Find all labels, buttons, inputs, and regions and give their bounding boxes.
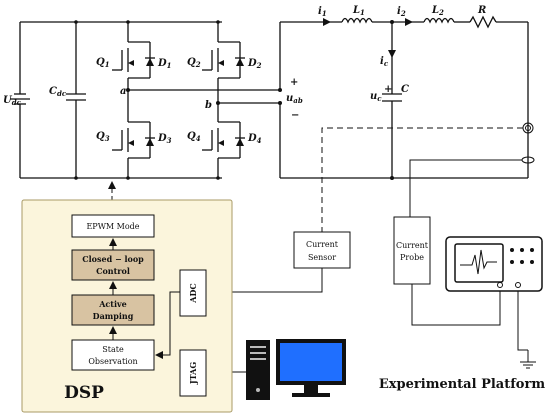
q1-label: Q1 <box>96 57 110 69</box>
jtag-block <box>179 349 207 397</box>
source-label: Udc <box>3 95 22 107</box>
closed-loop-label-2: Control <box>96 266 130 276</box>
L2-label: L2 <box>431 5 444 17</box>
switch-q4 <box>202 121 245 159</box>
uc-plus: + <box>384 84 392 95</box>
active-damping-label-2: Damping <box>93 311 134 321</box>
q3-label: Q3 <box>96 131 110 143</box>
current-probe: Current Probe <box>393 216 431 285</box>
dsp-board: EPWM Mode Closed − loop Control Active D… <box>21 199 233 413</box>
i1-label: i1 <box>318 6 327 18</box>
R-label: R <box>477 5 486 16</box>
dc-capacitor-label: Cdc <box>49 86 67 98</box>
d2-label: D2 <box>247 58 262 70</box>
dc-source <box>10 21 222 179</box>
active-damping-label-1: Active <box>98 299 127 309</box>
q4-label: Q4 <box>187 131 201 143</box>
closed-loop-label-1: Closed − loop <box>82 254 144 264</box>
state-observation-label-2: Observation <box>88 357 137 366</box>
computer-icon <box>246 339 346 400</box>
current-sensor-label-2: Sensor <box>308 253 336 262</box>
uc-label: uc <box>370 91 382 103</box>
current-probe-label-1: Current <box>396 241 429 250</box>
dc-link-capacitor <box>66 20 86 180</box>
L1-label: L1 <box>352 5 365 17</box>
current-probe-label-2: Probe <box>400 253 424 262</box>
output-filter <box>279 15 529 180</box>
experimental-platform-label: Experimental Platform <box>379 377 545 392</box>
uab-minus: − <box>291 110 299 121</box>
signal-wiring <box>108 127 536 376</box>
jtag-label: JTAG <box>188 362 198 386</box>
switch-q2 <box>202 41 245 79</box>
switch-q1 <box>112 41 155 79</box>
power-circuit: Udc Cdc <box>3 5 535 180</box>
q2-label: Q2 <box>187 57 201 69</box>
state-observation-label-1: State <box>102 345 124 354</box>
adc-label: ADC <box>188 283 198 304</box>
d3-label: D3 <box>157 133 172 145</box>
epwm-label: EPWM Mode <box>86 222 139 231</box>
adc-block <box>179 269 207 317</box>
state-observation-block <box>71 339 155 371</box>
d4-label: D4 <box>247 133 262 145</box>
epwm-block <box>71 214 155 238</box>
switch-q3 <box>112 121 155 159</box>
current-sensor-label-1: Current <box>306 240 339 249</box>
ic-label: ic <box>380 56 389 68</box>
node-b-label: b <box>205 100 212 111</box>
C-label: C <box>401 84 409 95</box>
i2-label: i2 <box>397 6 406 18</box>
oscilloscope-icon <box>445 236 543 292</box>
node-a-label: a <box>120 86 126 97</box>
closed-loop-block <box>71 249 155 281</box>
bridge-legs <box>126 20 282 180</box>
uab-plus: + <box>290 77 298 88</box>
uab-label: uab <box>286 93 303 105</box>
dsp-title: DSP <box>64 383 104 403</box>
current-sensor: Current Sensor <box>293 231 351 269</box>
d1-label: D1 <box>157 58 172 70</box>
